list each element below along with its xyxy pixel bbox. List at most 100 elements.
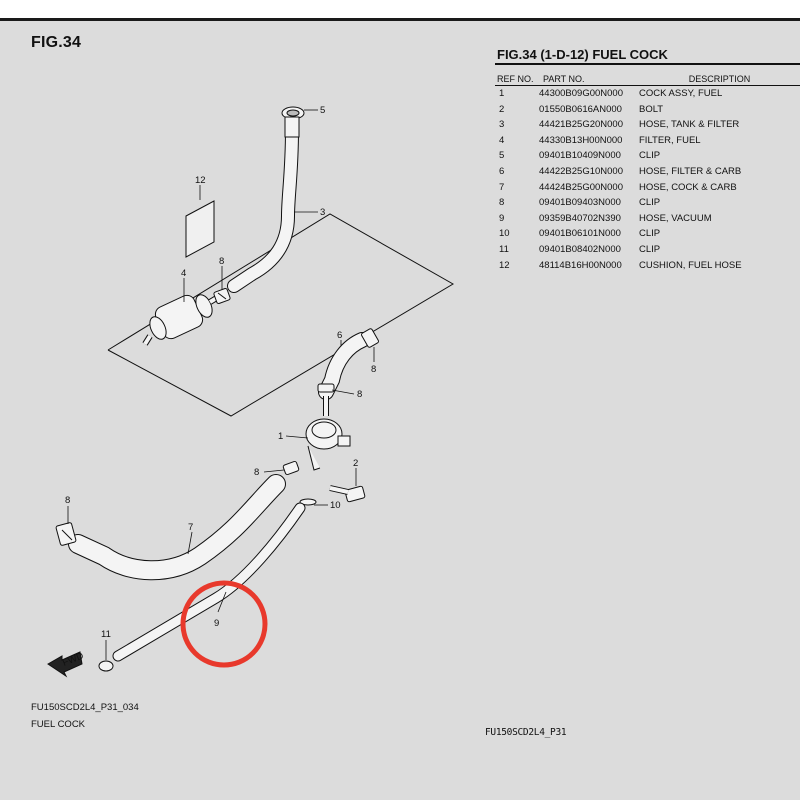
fwd-arrow-icon (47, 651, 83, 678)
hose-9-fill (113, 503, 305, 661)
cell-description: CLIP (639, 150, 661, 162)
callout-6: 6 (337, 330, 342, 341)
callout-8-d: 8 (254, 467, 259, 478)
cell-part-no: 01550B0616AN000 (539, 103, 622, 115)
table-row: 12 48114B16H00N000 CUSHION, FUEL HOSE (495, 258, 800, 274)
highlight-circle (180, 580, 268, 668)
table-row: 3 44421B25G20N000 HOSE, TANK & FILTER (495, 117, 800, 133)
cell-part-no: 44300B09G00N000 (539, 88, 623, 99)
callout-1: 1 (278, 431, 283, 442)
table-row: 5 09401B10409N000 CLIP (495, 148, 800, 164)
table-title: FIG.34 (1-D-12) FUEL COCK (497, 47, 668, 62)
cell-description: COCK ASSY, FUEL (639, 88, 723, 99)
clip-8-left (55, 522, 77, 546)
header-description: DESCRIPTION (639, 74, 800, 86)
callout-9: 9 (214, 618, 219, 629)
callout-11: 11 (101, 629, 111, 640)
cell-part-no: 09359B40702N390 (539, 212, 621, 224)
footer-page-code: FU150SCD2L4_P31 (485, 727, 567, 738)
clip-8-cock (282, 460, 300, 476)
clip-10 (299, 498, 317, 506)
cell-ref-no: 10 (499, 228, 510, 240)
callout-5: 5 (320, 105, 325, 116)
hose-7-fill (69, 475, 285, 580)
cell-ref-no: 4 (499, 134, 505, 146)
cell-description: HOSE, COCK & CARB (639, 181, 737, 193)
callout-8-c: 8 (357, 389, 362, 400)
leader-lines (67, 109, 375, 660)
table-row: 1 44300B09G00N000 COCK ASSY, FUEL (495, 86, 800, 102)
cell-ref-no: 2 (499, 103, 505, 115)
cell-description: HOSE, FILTER & CARB (639, 165, 742, 177)
header-part-no: PART NO. (539, 74, 639, 86)
cell-ref-no: 11 (499, 243, 509, 255)
callout-10: 10 (330, 500, 341, 511)
cell-part-no: 09401B10409N000 (539, 150, 621, 162)
cell-description: BOLT (639, 103, 664, 115)
cell-description: CUSHION, FUEL HOSE (639, 259, 742, 271)
cell-part-no: 09401B06101N000 (539, 228, 621, 240)
table-row: 2 01550B0616AN000 BOLT (495, 102, 800, 118)
parts-table: REF NO. PART NO. DESCRIPTION 1 44300B09G0… (495, 74, 800, 273)
title-rule (495, 63, 800, 65)
cell-ref-no: 8 (499, 197, 505, 209)
header-ref-no: REF NO. (495, 74, 539, 86)
cell-part-no: 09401B08402N000 (539, 243, 621, 255)
cell-description: CLIP (639, 243, 661, 255)
cell-description: HOSE, VACUUM (639, 212, 712, 224)
clip-8-hose-6-top (361, 328, 379, 348)
cell-description: CLIP (639, 228, 661, 240)
cell-part-no: 44330B13H00N000 (539, 134, 623, 146)
cell-part-no: 48114B16H00N000 (539, 259, 622, 271)
cell-part-no: 09401B09403N000 (539, 197, 621, 209)
clip-5-inner (286, 109, 300, 117)
figure-label: FIG.34 (31, 34, 82, 51)
table-row: 8 09401B09403N000 CLIP (495, 195, 800, 211)
table-header-row: REF NO. PART NO. DESCRIPTION (495, 74, 800, 86)
cell-part-no: 44424B25G00N000 (539, 181, 623, 193)
cell-description: FILTER, FUEL (639, 134, 701, 146)
cell-ref-no: 12 (499, 259, 510, 271)
cell-part-no: 44421B25G20N000 (539, 119, 623, 131)
callout-4: 4 (181, 268, 186, 279)
exploded-parts-diagram: FWD 5 3 12 4 8 6 8 8 1 2 8 10 8 7 9 11 (47, 105, 454, 678)
hose-6-fill (319, 333, 369, 399)
cushion-12 (185, 200, 215, 258)
lower-assembly (47, 328, 379, 678)
cell-ref-no: 3 (499, 119, 505, 131)
fuel-filter-4 (142, 293, 222, 346)
diagram-sheet (0, 18, 800, 800)
cell-ref-no: 5 (499, 150, 505, 162)
table-row: 10 09401B06101N000 CLIP (495, 226, 800, 242)
table-row: 11 09401B08402N000 CLIP (495, 242, 800, 258)
bolt-2 (329, 485, 366, 503)
footer-diagram-name: FUEL COCK (31, 719, 86, 730)
cell-ref-no: 1 (499, 88, 505, 99)
callout-2: 2 (353, 458, 358, 469)
cell-part-no: 44422B25G10N000 (539, 165, 623, 177)
fuel-cock-1 (305, 396, 351, 471)
table-row: 7 44424B25G00N000 HOSE, COCK & CARB (495, 180, 800, 196)
footer-diagram-code: FU150SCD2L4_P31_034 (31, 702, 139, 713)
callout-labels: 5 3 12 4 8 6 8 8 1 2 8 10 8 7 9 11 (65, 105, 376, 640)
clip-8-hose-6-bottom (317, 383, 335, 393)
callout-3: 3 (320, 207, 325, 218)
callout-8-e: 8 (65, 495, 70, 506)
hose-3-fill (228, 124, 298, 292)
cell-description: CLIP (639, 197, 661, 209)
cell-description: HOSE, TANK & FILTER (639, 119, 740, 131)
table-row: 6 44422B25G10N000 HOSE, FILTER & CARB (495, 164, 800, 180)
hose-9-outline (112, 502, 306, 662)
panel-outline (107, 213, 454, 417)
callout-12: 12 (195, 175, 206, 186)
callout-8-b: 8 (371, 364, 376, 375)
upper-assembly (107, 106, 454, 417)
clip-11 (98, 660, 114, 672)
cell-ref-no: 6 (499, 165, 505, 177)
clip-8-upper (213, 288, 231, 304)
callout-7: 7 (188, 522, 193, 533)
callout-8-a: 8 (219, 256, 224, 267)
table-row: 4 44330B13H00N000 FILTER, FUEL (495, 133, 800, 149)
cell-ref-no: 7 (499, 181, 505, 193)
